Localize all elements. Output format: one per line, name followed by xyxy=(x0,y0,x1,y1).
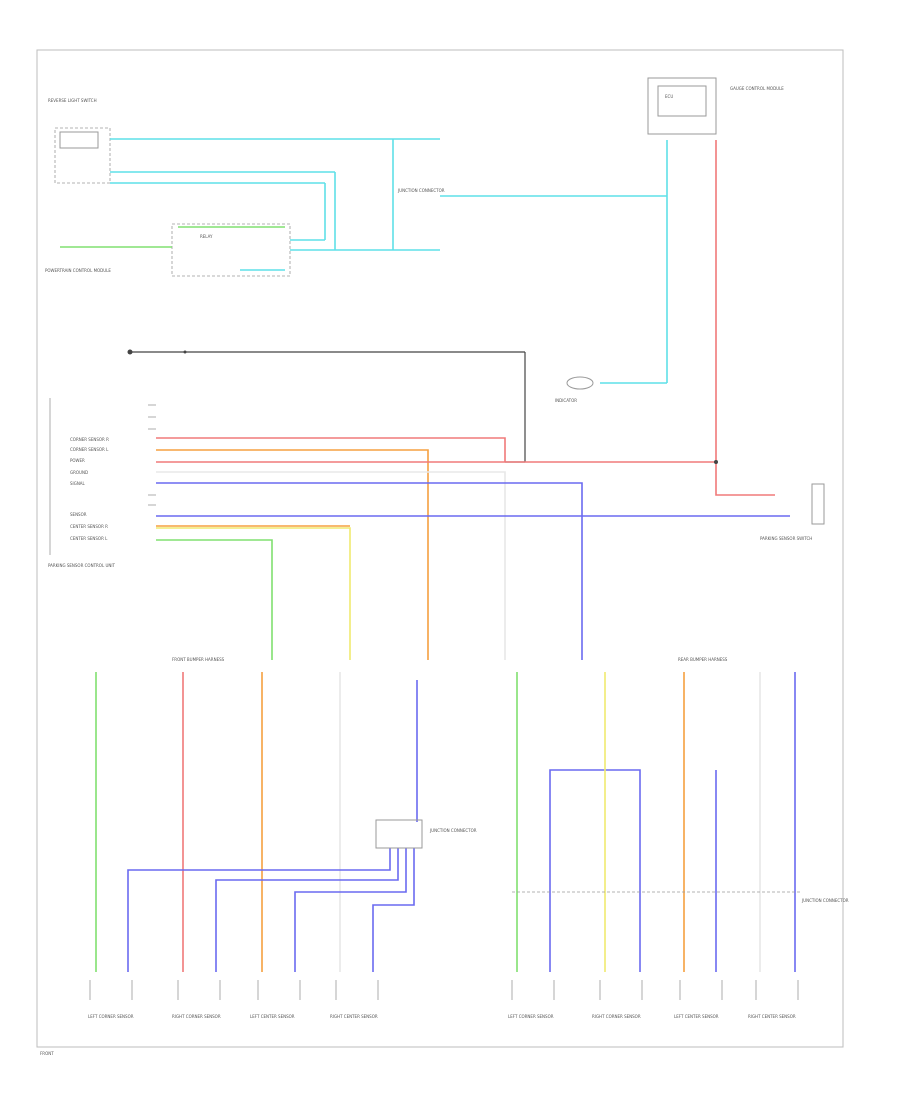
sensor-label-5: LEFT CORNER SENSOR xyxy=(508,1014,554,1019)
sensor-label-7: LEFT CENTER SENSOR xyxy=(674,1014,719,1019)
relay-label: RELAY xyxy=(200,234,213,239)
indicator-lamp xyxy=(566,376,594,390)
unit-wires xyxy=(156,140,790,660)
pin-label-4: GROUND xyxy=(70,470,88,475)
pin-label-5: SIGNAL xyxy=(70,481,86,486)
left-sensor-wires xyxy=(95,672,418,972)
sensor-label-6: RIGHT CORNER SENSOR xyxy=(592,1014,641,1019)
power-splice xyxy=(714,460,718,464)
bottom-stubs xyxy=(89,980,799,1000)
pin-label-6: SENSOR xyxy=(70,512,87,517)
pin-label-8: CENTER SENSOR L xyxy=(70,536,108,541)
switch-label: REVERSE LIGHT SWITCH xyxy=(48,98,97,103)
junction-label-front: JUNCTION CONNECTOR xyxy=(429,828,477,833)
rear-junction-label: JUNCTION CONNECTOR xyxy=(801,898,849,903)
diagram-frame xyxy=(36,49,844,1048)
sensor-switch-box xyxy=(811,483,825,525)
rear-bumper-label: REAR BUMPER HARNESS xyxy=(678,657,728,662)
pin-stubs xyxy=(148,404,156,506)
gauge-label: GAUGE CONTROL MODULE xyxy=(730,86,784,91)
junction-box-front xyxy=(375,819,423,849)
relay-box xyxy=(171,223,291,277)
switch-box xyxy=(54,127,111,184)
pin-label-3: POWER xyxy=(70,458,85,463)
sensor-label-2: RIGHT CORNER SENSOR xyxy=(172,1014,221,1019)
green-relay-wire xyxy=(60,226,285,248)
unit-label: PARKING SENSOR CONTROL UNIT xyxy=(48,563,116,568)
pin-label-7: CENTER SENSOR R xyxy=(70,524,108,529)
gauge-box xyxy=(647,77,717,135)
sensor-label-1: LEFT CORNER SENSOR xyxy=(88,1014,134,1019)
sensor-switch-label: PARKING SENSOR SWITCH xyxy=(760,536,812,541)
pcm-label: POWERTRAIN CONTROL MODULE xyxy=(45,268,111,273)
footer-label: FRONT xyxy=(40,1051,54,1056)
sensor-label-3: LEFT CENTER SENSOR xyxy=(250,1014,295,1019)
gauge-ecu-label: ECU xyxy=(665,94,673,99)
pin-label-2: CORNER SENSOR L xyxy=(70,447,109,452)
junction-label-top: JUNCTION CONNECTOR xyxy=(397,188,445,193)
indicator-label: INDICATOR xyxy=(555,398,577,403)
sensor-label-8: RIGHT CENTER SENSOR xyxy=(748,1014,796,1019)
pin-label-1: CORNER SENSOR R xyxy=(70,437,109,442)
front-bumper-label: FRONT BUMPER HARNESS xyxy=(172,657,225,662)
ground-node xyxy=(127,349,133,355)
cyan-wires xyxy=(110,138,668,384)
sensor-label-4: RIGHT CENTER SENSOR xyxy=(330,1014,378,1019)
gauge-inner xyxy=(657,85,707,117)
switch-inner xyxy=(59,131,99,149)
splice-node xyxy=(183,350,187,354)
right-sensor-wires xyxy=(516,672,796,972)
dark-power-wire xyxy=(130,351,526,463)
